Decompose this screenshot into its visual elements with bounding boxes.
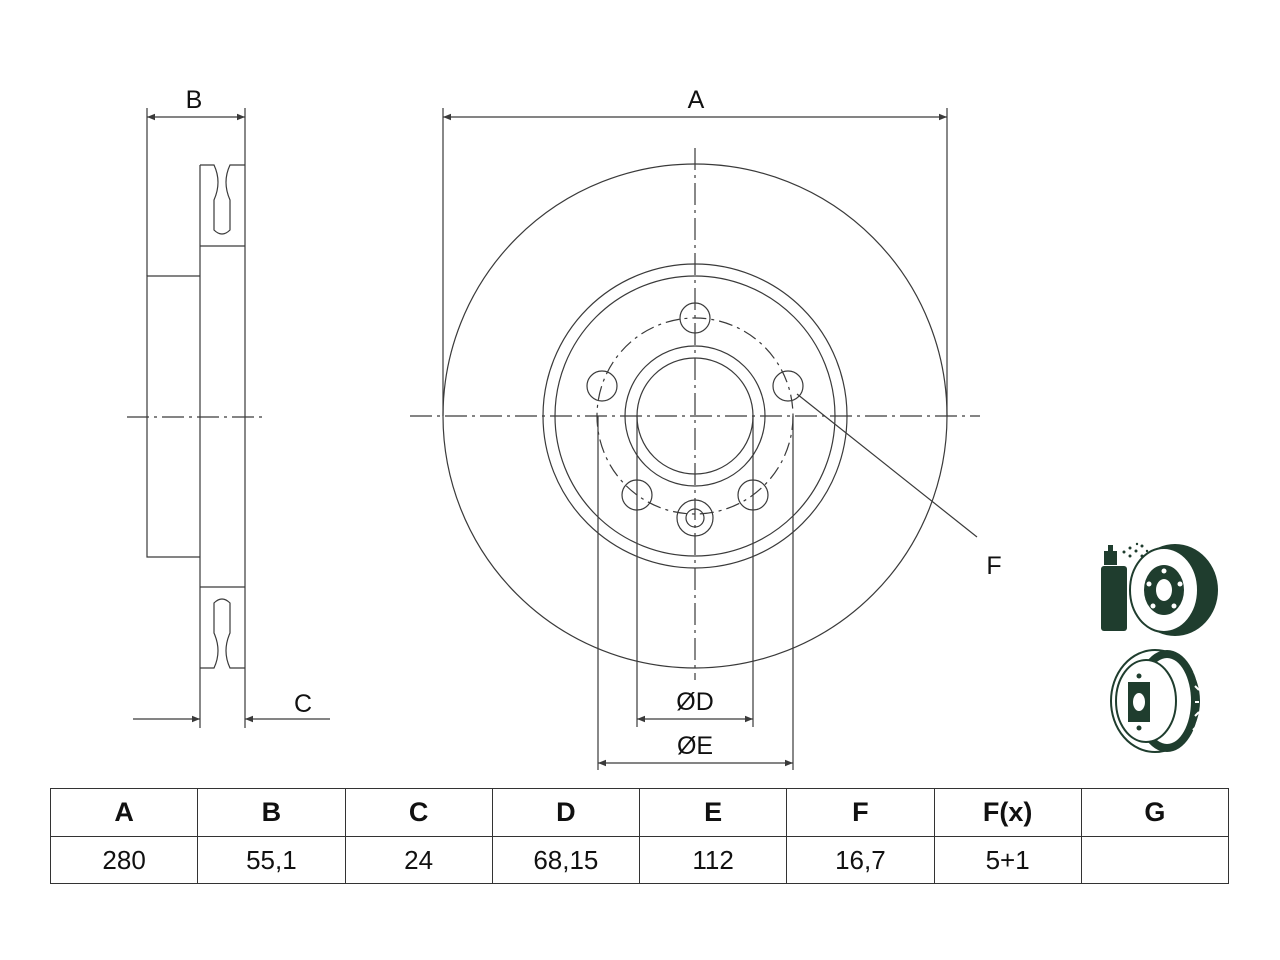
- value-cell: 280: [49, 836, 199, 884]
- header-cell: E: [638, 788, 788, 837]
- value-cell: 55,1: [197, 836, 346, 884]
- header-cell: C: [344, 788, 493, 837]
- label-f: F: [986, 552, 1001, 580]
- vented-disc-icon: [1110, 649, 1200, 753]
- header-cell: F(x): [933, 788, 1082, 837]
- label-a: A: [688, 86, 705, 114]
- label-c: C: [294, 690, 312, 718]
- leader-f: [796, 393, 978, 538]
- header-cell: G: [1080, 788, 1230, 837]
- value-cell: 16,7: [786, 836, 935, 884]
- disc-bottom-notch: [200, 598, 245, 669]
- label-e: ØE: [677, 732, 713, 760]
- label-d: ØD: [676, 688, 714, 716]
- header-cell: F: [786, 788, 935, 837]
- value-cell: 68,15: [491, 836, 641, 884]
- header-cell: A: [49, 788, 199, 837]
- brake-disc-technical-drawing: B C A ØD ØE F: [127, 86, 1218, 770]
- value-cell: [1080, 836, 1230, 884]
- bolt-hole: [772, 370, 804, 402]
- anti-corrosion-coating-icon: [1101, 542, 1218, 636]
- disc-top-notch: [200, 164, 245, 235]
- label-b: B: [186, 86, 203, 114]
- value-cell: 5+1: [933, 836, 1082, 884]
- front-view: [410, 108, 980, 770]
- bolt-hole: [586, 370, 618, 402]
- side-view: [127, 108, 330, 728]
- table-value-row: 280 55,1 24 68,15 112 16,7 5+1: [49, 836, 1230, 884]
- value-cell: 112: [638, 836, 788, 884]
- value-cell: 24: [344, 836, 493, 884]
- header-cell: B: [197, 788, 346, 837]
- table-header-row: A B C D E F F(x) G: [49, 788, 1230, 837]
- header-cell: D: [491, 788, 641, 837]
- dimension-table: A B C D E F F(x) G 280 55,1 24 68,15 112…: [49, 788, 1230, 884]
